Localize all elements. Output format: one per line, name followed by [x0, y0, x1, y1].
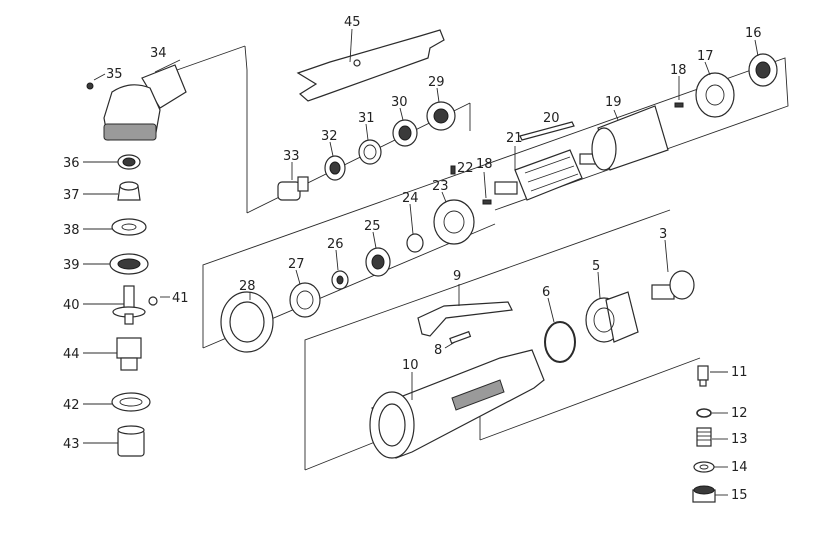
part-25-bearing — [365, 231, 391, 277]
part-label-36: 36 — [63, 156, 80, 171]
part-22-pin — [450, 165, 456, 175]
part-label-18-lower: 18 — [476, 157, 493, 172]
part-label-3: 3 — [659, 227, 667, 242]
part-35-screw — [86, 73, 106, 90]
part-3-inlet — [651, 239, 695, 300]
part-19-cylinder — [591, 105, 669, 171]
part-labels: 3 5 6 8 9 10 11 12 13 14 15 16 17 18 18 … — [63, 15, 762, 503]
part-5-ring-nut — [585, 271, 639, 343]
part-11-valve-pin — [697, 365, 728, 387]
part-15-plug — [692, 485, 728, 503]
part-12-o-ring — [696, 408, 728, 418]
part-label-44: 44 — [63, 347, 80, 362]
part-label-38: 38 — [63, 223, 80, 238]
part-label-12: 12 — [731, 406, 748, 421]
part-23-end-plate — [433, 191, 475, 245]
part-9-trigger — [417, 284, 513, 337]
part-43-collet-nut — [83, 425, 145, 457]
part-label-26: 26 — [327, 237, 344, 252]
part-label-16: 16 — [745, 26, 762, 41]
part-label-41: 41 — [172, 291, 189, 306]
part-label-13: 13 — [731, 432, 748, 447]
part-34-angle-head — [103, 59, 187, 141]
part-label-29: 29 — [428, 75, 445, 90]
part-28-housing-nut — [220, 291, 274, 353]
part-label-18-upper: 18 — [670, 63, 687, 78]
part-label-21: 21 — [506, 131, 523, 146]
assembly-frame-lower — [304, 209, 701, 471]
part-label-33: 33 — [283, 149, 300, 164]
part-label-8: 8 — [434, 343, 442, 358]
part-41-ball — [148, 296, 170, 306]
part-38-washer — [83, 218, 147, 236]
part-label-20: 20 — [543, 111, 560, 126]
part-45-wrench — [296, 28, 445, 102]
part-18-pin-upper — [674, 76, 684, 108]
part-label-5: 5 — [592, 259, 600, 274]
part-24-ring — [406, 203, 424, 253]
part-29-bearing — [426, 87, 456, 131]
part-6-o-ring — [544, 297, 576, 363]
part-32-bearing — [324, 141, 346, 181]
part-label-30: 30 — [391, 95, 408, 110]
part-label-14: 14 — [731, 460, 748, 475]
part-27-ring — [289, 269, 321, 318]
part-label-10: 10 — [402, 358, 419, 373]
part-37-nut — [83, 181, 141, 201]
part-31-ring — [358, 123, 382, 165]
part-label-17: 17 — [697, 49, 714, 64]
part-18-pin-lower — [482, 171, 492, 205]
part-label-45: 45 — [344, 15, 361, 30]
part-40-spindle — [83, 285, 146, 325]
part-label-32: 32 — [321, 129, 338, 144]
part-label-27: 27 — [288, 257, 305, 272]
part-label-28: 28 — [239, 279, 256, 294]
part-label-23: 23 — [432, 179, 449, 194]
part-label-25: 25 — [364, 219, 381, 234]
part-label-43: 43 — [63, 437, 80, 452]
part-label-39: 39 — [63, 258, 80, 273]
part-label-34: 34 — [150, 46, 167, 61]
part-label-35: 35 — [106, 67, 123, 82]
part-label-40: 40 — [63, 298, 80, 313]
part-20-vane — [519, 121, 575, 141]
part-17-end-plate — [695, 61, 735, 118]
part-21-rotor — [494, 146, 599, 201]
part-label-24: 24 — [402, 191, 419, 206]
part-42-ring — [83, 392, 151, 412]
part-label-11: 11 — [731, 365, 748, 380]
part-label-19: 19 — [605, 95, 622, 110]
part-label-37: 37 — [63, 188, 80, 203]
part-14-washer — [693, 461, 728, 473]
part-36-washer — [83, 154, 141, 170]
part-10-housing — [369, 349, 545, 459]
part-label-15: 15 — [731, 488, 748, 503]
part-33-gear — [277, 162, 309, 201]
part-13-spring — [696, 427, 728, 447]
part-16-bearing — [748, 39, 778, 87]
part-label-31: 31 — [358, 111, 375, 126]
part-label-9: 9 — [453, 269, 461, 284]
part-8-pin — [444, 330, 472, 349]
part-label-42: 42 — [63, 398, 80, 413]
part-label-6: 6 — [542, 285, 550, 300]
part-label-22: 22 — [457, 161, 474, 176]
part-39-bearing — [83, 253, 149, 275]
part-30-bearing — [392, 107, 418, 147]
part-44-collet-body — [83, 337, 142, 371]
part-26-nut — [331, 249, 349, 290]
